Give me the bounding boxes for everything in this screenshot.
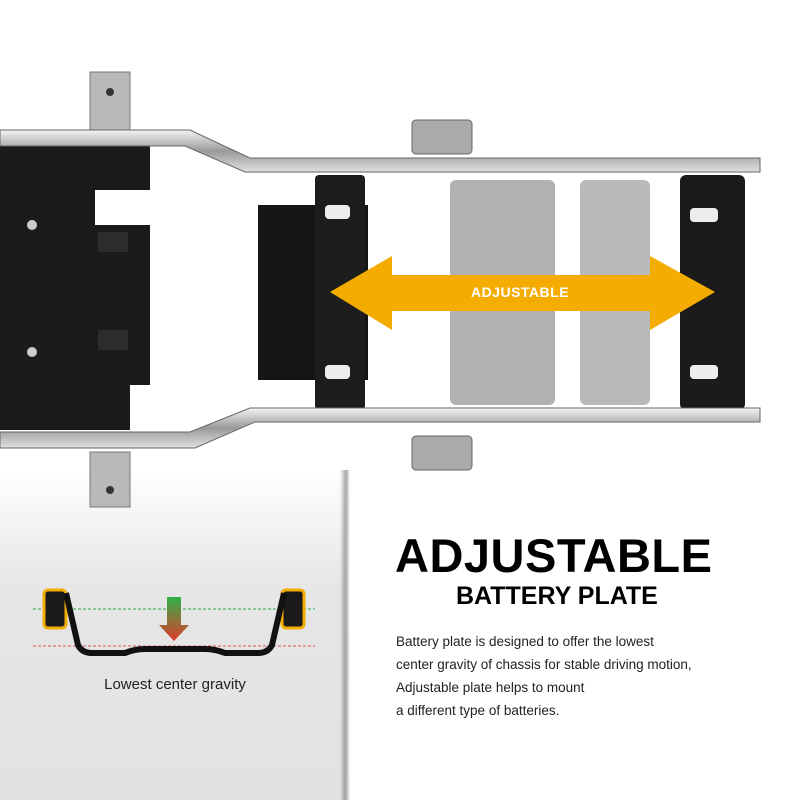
headline: ADJUSTABLE — [395, 529, 713, 582]
description: Battery plate is designed to offer the l… — [396, 630, 692, 722]
adjustable-arrow — [330, 256, 715, 330]
description-line: Adjustable plate helps to mount — [396, 680, 585, 695]
description-line: a different type of batteries. — [396, 703, 560, 718]
subheadline: BATTERY PLATE — [456, 582, 658, 610]
down-arrow-icon — [159, 597, 189, 641]
frame-rail-top — [0, 129, 761, 173]
chassis-illustration — [0, 71, 761, 508]
center-gravity-diagram — [33, 588, 315, 656]
plate-profile — [63, 592, 287, 656]
diagram-label: Lowest center gravity — [104, 676, 246, 693]
description-line: Battery plate is designed to offer the l… — [396, 634, 654, 649]
frame-rail-bottom — [0, 407, 761, 449]
description-line: center gravity of chassis for stable dri… — [396, 657, 692, 672]
left-clamp — [42, 588, 68, 630]
arrow-label: ADJUSTABLE — [470, 284, 570, 300]
mount-bracket — [89, 71, 473, 508]
panel-shadow — [340, 470, 350, 800]
fixed-plate — [0, 140, 150, 430]
